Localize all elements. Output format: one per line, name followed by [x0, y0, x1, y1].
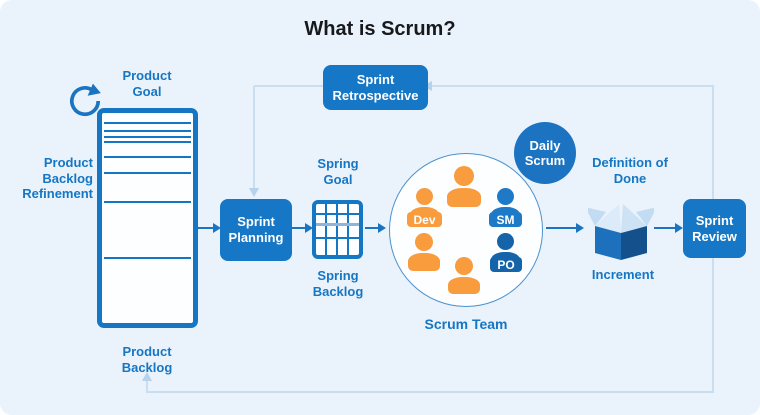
- loop-line-review-to-retrospective: [432, 85, 714, 87]
- grid-line: [316, 213, 359, 215]
- grid-line: [335, 204, 338, 255]
- grid-line: [346, 204, 349, 255]
- spring-backlog-label: Spring Backlog: [312, 268, 364, 299]
- person-head: [497, 188, 514, 205]
- arrowhead-into-product-backlog: [142, 372, 152, 381]
- scrum-team-label: Scrum Team: [424, 316, 508, 332]
- backlog-item-line: [104, 156, 191, 158]
- product-backlog-refinement-label: Product Backlog Refinement: [22, 155, 93, 201]
- person-head: [497, 233, 514, 250]
- loop-line-bottom-horizontal: [146, 391, 714, 393]
- backlog-item-line: [104, 130, 191, 132]
- person-head: [416, 188, 433, 205]
- person-body: [447, 188, 481, 207]
- role-badge-dev: Dev: [407, 212, 442, 227]
- daily-scrum-badge: Daily Scrum: [514, 122, 576, 184]
- backlog-item-line: [104, 257, 191, 259]
- role-badge-po: PO: [490, 257, 522, 272]
- arrow-increment-to-review: [654, 227, 675, 229]
- definition-of-done-label: Definition of Done: [592, 155, 668, 186]
- person-body: [448, 277, 480, 294]
- loop-line-review-bottom-vertical: [712, 258, 714, 393]
- arrow-team-to-increment: [546, 227, 576, 229]
- arrowhead-increment-to-review: [675, 223, 683, 233]
- arrowhead-sprint-backlog-to-team: [378, 223, 386, 233]
- sprint-retrospective-label: Sprint Retrospective: [332, 71, 419, 103]
- person-head: [454, 166, 474, 186]
- sprint-retrospective-node: Sprint Retrospective: [323, 65, 428, 110]
- backlog-item-line: [104, 141, 191, 143]
- arrow-planning-to-sprint-backlog: [292, 227, 305, 229]
- person-head: [415, 233, 433, 251]
- backlog-item-line: [104, 172, 191, 174]
- sprint-review-label: Sprint Review: [692, 212, 737, 244]
- arrow-backlog-to-planning: [198, 227, 213, 229]
- loop-line-review-top-vertical: [712, 86, 714, 199]
- arrowhead-backlog-to-planning: [213, 223, 221, 233]
- product-backlog-icon: [97, 108, 198, 328]
- increment-box-icon: [588, 204, 654, 260]
- person-body: [408, 253, 440, 271]
- role-badge-sm: SM: [489, 212, 522, 227]
- sprint-planning-node: Sprint Planning: [220, 199, 292, 261]
- arrow-sprint-backlog-to-team: [365, 227, 378, 229]
- sprint-backlog-grid-icon: [312, 200, 363, 259]
- backlog-item-line: [104, 201, 191, 203]
- person-head: [455, 257, 473, 275]
- backlog-item-line: [104, 136, 191, 138]
- loop-line-retrospective-to-planning-v: [253, 86, 255, 188]
- arrowhead-planning-to-sprint-backlog: [305, 223, 313, 233]
- loop-line-retrospective-to-planning-h: [254, 85, 323, 87]
- grid-line: [316, 237, 359, 239]
- product-backlog-label: Product Backlog: [121, 344, 173, 375]
- grid-highlight-row: [316, 223, 359, 226]
- grid-line: [324, 204, 327, 255]
- sprint-planning-label: Sprint Planning: [228, 214, 284, 245]
- sprint-review-node: Sprint Review: [683, 199, 746, 258]
- product-goal-label: Product Goal: [122, 68, 172, 99]
- spring-goal-label: Spring Goal: [317, 156, 359, 187]
- daily-scrum-label: Daily Scrum: [524, 138, 566, 168]
- loop-line-to-product-backlog: [146, 381, 148, 392]
- arrowhead-into-planning: [249, 188, 259, 197]
- backlog-item-line: [104, 122, 191, 124]
- arrowhead-team-to-increment: [576, 223, 584, 233]
- page-title: What is Scrum?: [304, 18, 456, 40]
- refinement-loop-icon: [69, 83, 101, 117]
- increment-label: Increment: [591, 267, 655, 282]
